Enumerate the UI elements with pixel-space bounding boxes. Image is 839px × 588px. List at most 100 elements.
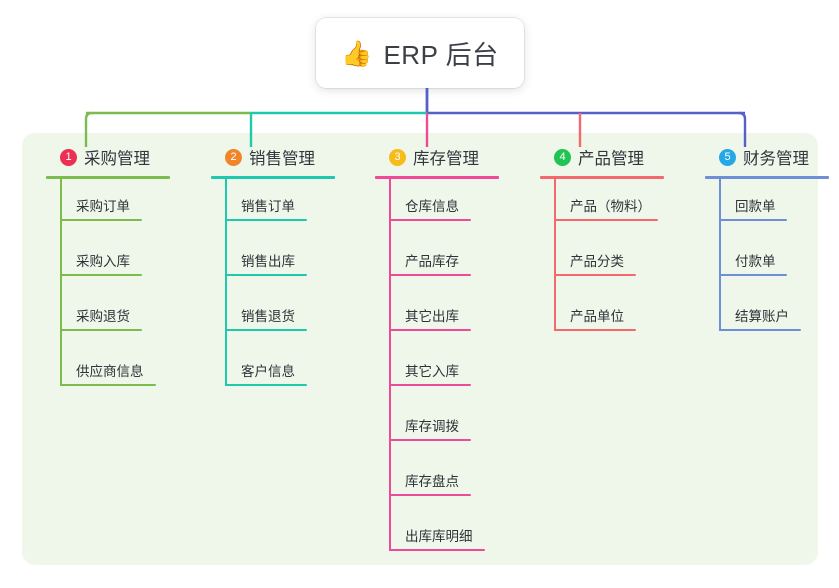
root-node[interactable]: 👍 ERP 后台 xyxy=(316,18,524,88)
leaf-item[interactable]: 其它入库 xyxy=(375,344,525,399)
branch-spine xyxy=(225,179,227,386)
leaf-item[interactable]: 回款单 xyxy=(705,179,839,234)
leaf-item-rule xyxy=(389,439,471,441)
branch-column-4: 4 产品管理产品（物料） 产品分类产品单位 xyxy=(540,142,690,344)
leaf-item-rule xyxy=(554,274,636,276)
branches-panel xyxy=(22,133,818,565)
branch-number-badge: 4 xyxy=(554,148,571,166)
leaf-item[interactable]: 出库库明细 xyxy=(375,509,525,564)
leaf-item-label: 产品分类 xyxy=(570,254,624,269)
branch-spine xyxy=(719,179,721,331)
branch-column-3: 3 库存管理仓库信息产品库存其它出库其它入库库存调拨库存盘点出库库明细 xyxy=(375,142,525,564)
branch-column-5: 5 财务管理回款单付款单结算账户 xyxy=(705,142,839,344)
leaf-item-label: 结算账户 xyxy=(735,309,789,324)
leaf-item-rule xyxy=(719,329,801,331)
branch-number-badge: 1 xyxy=(60,148,77,166)
leaf-item-rule xyxy=(225,329,307,331)
leaf-item-rule xyxy=(60,274,142,276)
leaf-item-label: 出库库明细 xyxy=(405,529,473,544)
branch-column-2: 2 销售管理销售订单销售出库销售退货客户信息 xyxy=(211,142,361,399)
leaf-item-label: 付款单 xyxy=(735,254,776,269)
branch-items: 采购订单采购入库采购退货供应商信息 xyxy=(46,179,196,399)
leaf-item-label: 库存盘点 xyxy=(405,474,459,489)
leaf-item[interactable]: 客户信息 xyxy=(211,344,361,399)
branch-header-2[interactable]: 2 销售管理 xyxy=(211,142,361,172)
branch-number-badge: 5 xyxy=(719,148,736,166)
leaf-item[interactable]: 库存调拨 xyxy=(375,399,525,454)
branch-title: 库存管理 xyxy=(413,150,479,168)
leaf-item-label: 产品库存 xyxy=(405,254,459,269)
leaf-item-label: 仓库信息 xyxy=(405,199,459,214)
branch-spine xyxy=(60,179,62,386)
branch-number-badge: 2 xyxy=(225,148,242,166)
branch-header-rule xyxy=(375,176,499,179)
leaf-item[interactable]: 供应商信息 xyxy=(46,344,196,399)
leaf-item[interactable]: 结算账户 xyxy=(705,289,839,344)
branch-header-rule xyxy=(705,176,829,179)
leaf-item[interactable]: 产品分类 xyxy=(540,234,690,289)
leaf-item-rule xyxy=(389,274,471,276)
leaf-item-label: 采购入库 xyxy=(76,254,130,269)
leaf-item-label: 其它出库 xyxy=(405,309,459,324)
leaf-item[interactable]: 采购入库 xyxy=(46,234,196,289)
leaf-item[interactable]: 产品库存 xyxy=(375,234,525,289)
branch-title: 财务管理 xyxy=(743,150,809,168)
branch-spine xyxy=(389,179,391,551)
leaf-item-label: 其它入库 xyxy=(405,364,459,379)
branch-header-3[interactable]: 3 库存管理 xyxy=(375,142,525,172)
leaf-item[interactable]: 销售订单 xyxy=(211,179,361,234)
leaf-item-rule xyxy=(60,329,142,331)
leaf-item-rule xyxy=(60,219,142,221)
leaf-item-rule xyxy=(389,384,471,386)
leaf-item[interactable]: 采购订单 xyxy=(46,179,196,234)
leaf-item[interactable]: 其它出库 xyxy=(375,289,525,344)
branch-title: 产品管理 xyxy=(578,150,644,168)
leaf-item-rule xyxy=(60,384,156,386)
branch-number-badge: 3 xyxy=(389,148,406,166)
branch-header-rule xyxy=(540,176,664,179)
branch-header-5[interactable]: 5 财务管理 xyxy=(705,142,839,172)
leaf-item-label: 供应商信息 xyxy=(76,364,144,379)
branch-column-1: 1 采购管理采购订单采购入库采购退货供应商信息 xyxy=(46,142,196,399)
leaf-item-label: 客户信息 xyxy=(241,364,295,379)
root-title: ERP 后台 xyxy=(383,39,499,70)
leaf-item-rule xyxy=(719,274,787,276)
leaf-item[interactable]: 库存盘点 xyxy=(375,454,525,509)
leaf-item[interactable]: 产品（物料） xyxy=(540,179,690,234)
leaf-item-label: 销售退货 xyxy=(241,309,295,324)
branch-spine xyxy=(554,179,556,331)
leaf-item-label: 产品单位 xyxy=(570,309,624,324)
leaf-item-rule xyxy=(554,219,658,221)
leaf-item-rule xyxy=(389,219,471,221)
leaf-item[interactable]: 销售退货 xyxy=(211,289,361,344)
leaf-item-rule xyxy=(225,274,307,276)
branch-items: 产品（物料） 产品分类产品单位 xyxy=(540,179,690,344)
leaf-item-label: 产品（物料） xyxy=(570,199,651,214)
leaf-item-rule xyxy=(389,329,471,331)
branch-items: 回款单付款单结算账户 xyxy=(705,179,839,344)
leaf-item-rule xyxy=(225,219,307,221)
leaf-item-label: 库存调拨 xyxy=(405,419,459,434)
branch-items: 销售订单销售出库销售退货客户信息 xyxy=(211,179,361,399)
leaf-item[interactable]: 采购退货 xyxy=(46,289,196,344)
branch-title: 采购管理 xyxy=(84,150,150,168)
leaf-item-rule xyxy=(719,219,787,221)
leaf-item-label: 采购退货 xyxy=(76,309,130,324)
leaf-item-label: 销售订单 xyxy=(241,199,295,214)
leaf-item[interactable]: 付款单 xyxy=(705,234,839,289)
branch-title: 销售管理 xyxy=(249,150,315,168)
leaf-item[interactable]: 销售出库 xyxy=(211,234,361,289)
branch-header-1[interactable]: 1 采购管理 xyxy=(46,142,196,172)
leaf-item-rule xyxy=(389,494,471,496)
branch-header-rule xyxy=(46,176,170,179)
branch-header-4[interactable]: 4 产品管理 xyxy=(540,142,690,172)
branch-header-rule xyxy=(211,176,335,179)
thumbs-up-icon: 👍 xyxy=(341,39,373,68)
leaf-item-label: 采购订单 xyxy=(76,199,130,214)
leaf-item-rule xyxy=(554,329,636,331)
leaf-item[interactable]: 产品单位 xyxy=(540,289,690,344)
leaf-item-label: 销售出库 xyxy=(241,254,295,269)
leaf-item[interactable]: 仓库信息 xyxy=(375,179,525,234)
leaf-item-rule xyxy=(389,549,485,551)
